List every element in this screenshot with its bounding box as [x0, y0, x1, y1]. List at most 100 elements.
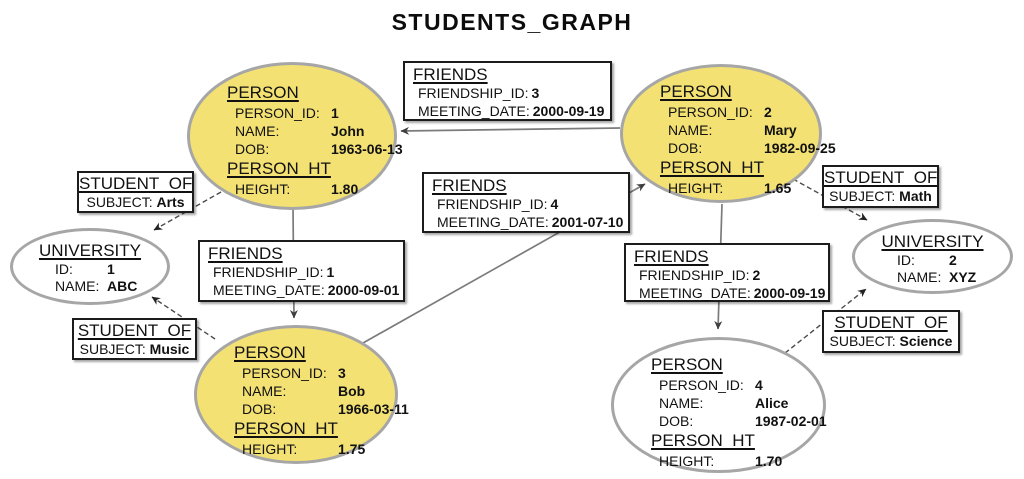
prop-value: 1	[331, 105, 339, 121]
prop-row-meeting-date: MEETING_DATE:2001-07-10	[432, 213, 623, 232]
prop-value: Math	[899, 188, 932, 204]
edge-label-title: FRIENDS	[634, 247, 709, 266]
prop-value: 1.65	[764, 180, 792, 196]
prop-key: FRIENDSHIP_ID:	[639, 267, 750, 283]
prop-row-dob: DOB: 1966-03-11	[234, 400, 409, 418]
prop-key: PERSON_ID:	[242, 365, 327, 381]
node-label-person-ht: PERSON_HT	[651, 431, 755, 450]
prop-key: HEIGHT:	[659, 453, 715, 469]
prop-value: 2	[949, 252, 957, 268]
prop-key: MEETING_DATE:	[213, 281, 325, 298]
prop-key: HEIGHT:	[668, 180, 724, 196]
edge-label-title: FRIENDS	[432, 176, 507, 195]
prop-value: 4	[550, 196, 559, 212]
node-label-person: PERSON	[651, 355, 723, 374]
prop-value: Science	[899, 333, 953, 349]
edge-studentof-bob-abc	[151, 296, 216, 340]
edge-label-studentof-science: STUDENT_OF SUBJECT: Science	[822, 310, 960, 353]
node-university-abc: UNIVERSITY ID:1 NAME:ABC	[10, 228, 170, 305]
prop-value: 4	[755, 377, 763, 393]
prop-key: ID:	[897, 252, 915, 268]
prop-value: 3	[531, 85, 540, 101]
edge-label-friends-2: FRIENDS FRIENDSHIP_ID:2 MEETING_DATE:200…	[624, 243, 830, 302]
node-content: PERSON PERSON_ID:3 NAME:Bob DOB:1966-03-…	[197, 328, 409, 458]
edge-label-friends-3: FRIENDS FRIENDSHIP_ID:3 MEETING_DATE:200…	[403, 61, 612, 121]
prop-value: 1	[107, 261, 115, 277]
edge-friends-3-mary-john	[400, 126, 621, 135]
prop-row-person-id: PERSON_ID: 3	[234, 364, 395, 382]
prop-row-person-id: PERSON_ID:1	[227, 104, 394, 122]
prop-row-subject: SUBJECT: Arts	[79, 194, 192, 211]
node-label-university: UNIVERSITY	[881, 232, 984, 251]
prop-key: SUBJECT:	[86, 194, 153, 210]
prop-row-height: HEIGHT: 1.65	[660, 179, 819, 197]
prop-row-meeting-date: MEETING_DATE:2000-09-19	[634, 284, 825, 303]
prop-row-subject: SUBJECT: Music	[74, 341, 195, 358]
node-label-person-ht: PERSON_HT	[660, 158, 764, 177]
prop-value: Music	[149, 341, 190, 357]
prop-key: NAME:	[668, 122, 713, 138]
prop-row-person-id: PERSON_ID:4	[651, 376, 823, 394]
node-label-person: PERSON	[227, 83, 299, 102]
prop-value: 3	[338, 365, 346, 381]
prop-row-friendship-id: FRIENDSHIP_ID:1	[208, 264, 395, 282]
prop-row-height: HEIGHT: 1.80	[227, 180, 394, 198]
edge-label-title: STUDENT_OF	[79, 174, 193, 193]
prop-value: XYZ	[949, 269, 977, 285]
edge-label-title: STUDENT_OF	[834, 313, 948, 332]
prop-value: 2000-09-19	[753, 284, 826, 301]
prop-value: John	[331, 123, 365, 139]
node-person-mary: PERSON PERSON_ID:2 NAME:Mary DOB:1982-09…	[620, 64, 836, 203]
node-content: PERSON PERSON_ID:1 NAME: John DOB:1963-06…	[190, 65, 403, 198]
prop-row-id: ID: 2	[855, 252, 1010, 269]
prop-value: 2001-07-10	[551, 213, 624, 230]
prop-row-name: NAME:Alice	[651, 394, 823, 412]
prop-value: 1963-06-13	[331, 141, 403, 157]
prop-row-name: NAME: Mary	[660, 121, 819, 139]
prop-key: NAME:	[235, 123, 280, 139]
node-label-person-ht: PERSON_HT	[227, 159, 331, 178]
prop-key: SUBJECT:	[829, 333, 896, 349]
prop-key: NAME:	[242, 383, 287, 399]
prop-value: 2000-09-19	[532, 102, 605, 119]
prop-value: 1.80	[331, 181, 359, 197]
prop-row-meeting-date: MEETING_DATE:2000-09-19	[413, 102, 605, 121]
prop-value: Bob	[338, 383, 366, 399]
prop-key: FRIENDSHIP_ID:	[418, 85, 529, 101]
prop-key: MEETING_DATE:	[418, 102, 530, 119]
prop-key: SUBJECT:	[829, 188, 896, 204]
prop-key: HEIGHT:	[242, 441, 298, 457]
node-content: UNIVERSITY ID:1 NAME:ABC	[13, 231, 167, 295]
prop-key: PERSON_ID:	[668, 104, 753, 120]
node-person-john: PERSON PERSON_ID:1 NAME: John DOB:1963-06…	[187, 62, 403, 210]
prop-value: ABC	[107, 278, 138, 294]
prop-key: HEIGHT:	[235, 181, 291, 197]
prop-key: DOB:	[659, 413, 694, 429]
prop-key: DOB:	[242, 401, 277, 417]
prop-row-friendship-id: FRIENDSHIP_ID:2	[634, 267, 820, 285]
edge-label-title: STUDENT_OF	[824, 168, 938, 187]
node-label-person-ht: PERSON_HT	[234, 419, 338, 438]
prop-row-height: HEIGHT:1.75	[234, 440, 395, 458]
prop-row-dob: DOB:1963-06-13	[227, 140, 403, 158]
prop-value: 1	[326, 264, 335, 280]
prop-row-name: NAME:XYZ	[855, 269, 1010, 286]
prop-value: Alice	[755, 395, 789, 411]
prop-key: NAME:	[55, 278, 100, 294]
prop-value: 1982-09-25	[764, 140, 836, 156]
prop-value: 1.70	[755, 453, 783, 469]
prop-key: MEETING_DATE:	[437, 213, 549, 230]
node-content: UNIVERSITY ID: 2 NAME:XYZ	[855, 222, 1010, 286]
prop-row-name: NAME: John	[227, 122, 394, 140]
prop-value: 1987-02-01	[755, 413, 827, 429]
prop-row-dob: DOB:1982-09-25	[660, 139, 836, 157]
prop-value: Mary	[764, 122, 797, 138]
edge-label-title: FRIENDS	[208, 244, 283, 263]
prop-key: MEETING_DATE:	[639, 284, 751, 301]
edge-label-title: FRIENDS	[413, 65, 488, 84]
prop-value: 1966-03-11	[338, 401, 409, 417]
node-label-university: UNIVERSITY	[38, 241, 142, 260]
prop-key: SUBJECT:	[79, 341, 146, 357]
diagram-title: STUDENTS_GRAPH	[391, 9, 633, 35]
